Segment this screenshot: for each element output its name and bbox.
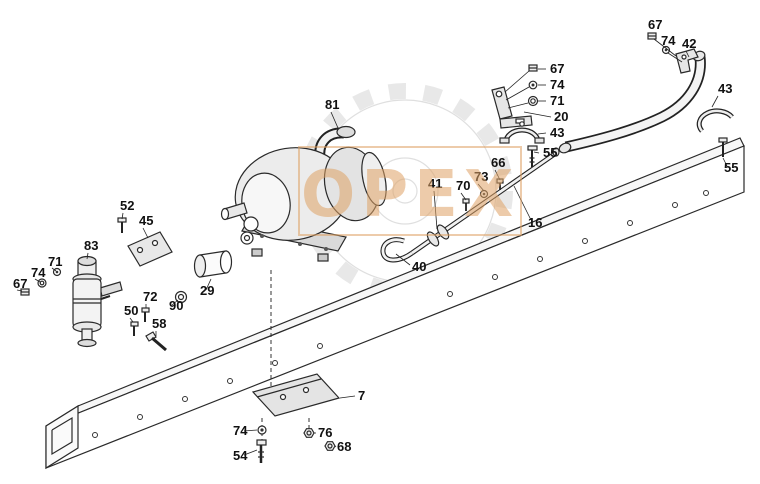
washer-icon xyxy=(257,425,267,435)
washer-icon xyxy=(528,80,538,90)
pipe-bracket xyxy=(675,48,699,74)
washer-icon xyxy=(37,278,47,288)
callout-labels: 67 74 42 43 55 67 74 71 20 43 55 81 66 7… xyxy=(13,17,738,463)
callout-71: 71 xyxy=(550,93,564,108)
callout-16: 16 xyxy=(528,215,542,230)
callout-76: 76 xyxy=(318,425,332,440)
stud-icon xyxy=(496,178,504,190)
callout-74: 74 xyxy=(661,33,676,48)
bolt-icon xyxy=(130,321,139,336)
nut-icon xyxy=(324,441,336,451)
washer-icon xyxy=(661,45,671,55)
bolt-icon xyxy=(117,217,127,233)
callout-29: 29 xyxy=(200,283,214,298)
callout-41: 41 xyxy=(428,176,442,191)
bolt-icon xyxy=(718,137,728,157)
watermark: ОРЕХ xyxy=(298,146,522,236)
pipe-clamp xyxy=(696,108,734,133)
bolt-icon xyxy=(145,331,167,352)
pipe-clamp xyxy=(499,121,545,144)
callout-42: 42 xyxy=(682,36,696,51)
nut-icon xyxy=(20,288,30,296)
support-bracket xyxy=(491,86,533,129)
support-plate xyxy=(251,373,341,417)
bolt-icon xyxy=(141,307,150,322)
callout-72: 72 xyxy=(143,289,157,304)
leader-lines xyxy=(16,38,728,456)
callout-81: 81 xyxy=(325,97,339,112)
callout-50: 50 xyxy=(124,303,138,318)
nut-icon xyxy=(647,32,657,40)
bolt-icon xyxy=(462,198,470,211)
callout-7: 7 xyxy=(358,388,365,403)
nut-icon xyxy=(528,64,538,72)
callout-43: 43 xyxy=(718,81,732,96)
callout-67: 67 xyxy=(550,61,564,76)
callout-71: 71 xyxy=(48,254,62,269)
frame-rail xyxy=(45,137,745,470)
callout-20: 20 xyxy=(554,109,568,124)
callout-67: 67 xyxy=(13,276,27,291)
callout-45: 45 xyxy=(139,213,153,228)
callout-66: 66 xyxy=(491,155,505,170)
callout-40: 40 xyxy=(412,259,426,274)
callout-74: 74 xyxy=(233,423,248,438)
bolt-icon xyxy=(527,145,538,167)
callout-74: 74 xyxy=(550,77,565,92)
callout-55: 55 xyxy=(724,160,738,175)
callout-55: 55 xyxy=(543,145,557,160)
bolt-icon xyxy=(256,439,267,463)
callout-83: 83 xyxy=(84,238,98,253)
callout-54: 54 xyxy=(233,448,248,463)
pump-assembly xyxy=(220,125,387,262)
washer-icon xyxy=(527,95,539,107)
callout-43: 43 xyxy=(550,125,564,140)
callout-67: 67 xyxy=(648,17,662,32)
mounting-bracket xyxy=(127,231,173,267)
callout-68: 68 xyxy=(337,439,351,454)
watermark-text: ОРЕХ xyxy=(301,158,519,232)
callout-74: 74 xyxy=(31,265,46,280)
spacer-bushing xyxy=(193,250,233,278)
callout-70: 70 xyxy=(456,178,470,193)
watermark-frame xyxy=(298,146,522,236)
rail-holes xyxy=(92,190,709,438)
callout-90: 90 xyxy=(169,298,183,313)
callout-58: 58 xyxy=(152,316,166,331)
callout-73: 73 xyxy=(474,169,488,184)
nut-icon xyxy=(303,428,315,438)
ring-bushing xyxy=(174,290,188,304)
filter-assembly xyxy=(72,255,123,348)
hose xyxy=(380,237,414,263)
callout-52: 52 xyxy=(120,198,134,213)
